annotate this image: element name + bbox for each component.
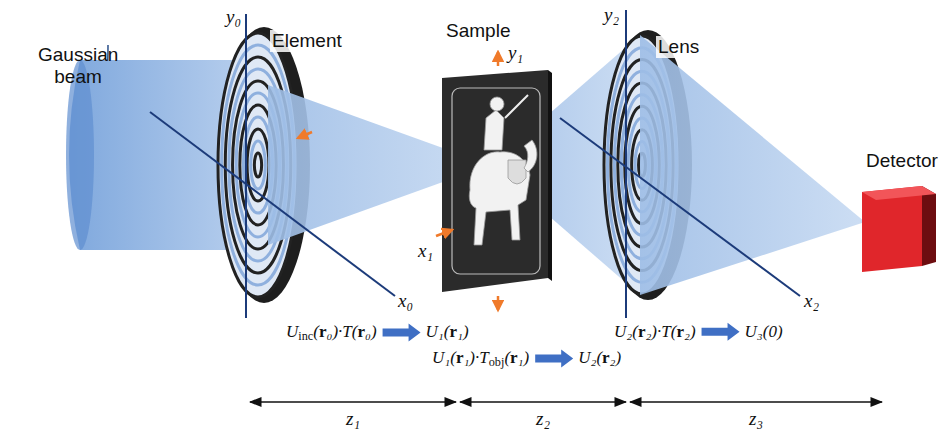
y0-axis [245,14,247,318]
field-formula: U₁(r₁)·Tobj(r₁) [432,348,529,369]
part-name: Lens [656,36,701,58]
transform-arrow [535,350,573,368]
sample-edge [548,70,552,281]
axis-label: y₀ [226,6,241,28]
part-name: Sample [446,20,510,42]
part-name: Element [270,30,344,52]
knight-emblem [469,95,537,245]
x0-axis [150,112,395,296]
dimension-lines [250,401,882,403]
field-formula: U₂(r₂) [578,348,621,368]
detector-box [862,186,922,272]
field-formula: Uinc(r₀)·T(r₀) [286,322,377,343]
sample-border [452,88,540,274]
field-formula: U₁(r₁) [426,322,469,342]
field-formula: U₃(0) [745,322,783,342]
axis-label: x₂ [804,290,819,312]
field-formula: U₂(r₂)·T(r₂) [614,322,696,342]
distance-label: z₂ [536,408,550,430]
distance-label: z₃ [749,408,763,430]
orange-arrow [436,230,452,236]
sample-plate [442,70,548,292]
detector-top [862,186,936,200]
orange-arrow [497,296,500,310]
axis-label: y₂ [604,4,619,26]
orange-arrow [497,52,500,66]
axis-label: y₁ [508,42,523,64]
y2-axis [625,10,627,318]
part-name: Gaussian beam [38,44,118,88]
light-cone [640,35,865,295]
transform-arrow [383,324,421,342]
x2-axis [560,118,800,296]
orange-arrow [298,132,312,138]
distance-label: z₁ [346,408,360,430]
part-name: Detector [866,150,938,172]
transform-arrow [702,323,740,341]
axis-label: x₀ [398,290,413,312]
detector-side [922,186,936,266]
axis-label: x₁ [418,240,433,262]
beam-end [66,60,94,250]
